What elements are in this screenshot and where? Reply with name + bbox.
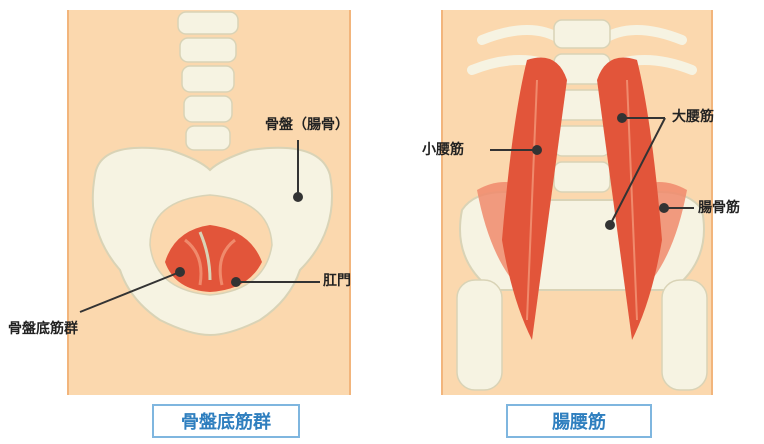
pelvis-label: 骨盤（腸骨） <box>265 118 349 132</box>
iliopsoas-illustration <box>382 0 764 395</box>
iliacus-label: 腸骨筋 <box>698 201 740 215</box>
iliopsoas-caption: 腸腰筋 <box>506 404 652 438</box>
psoas-major-label: 大腰筋 <box>672 110 714 124</box>
iliopsoas-panel: 大腰筋 小腰筋 腸骨筋 <box>382 0 764 395</box>
pelvic-floor-panel: 骨盤（腸骨） 肛門 骨盤底筋群 <box>0 0 382 395</box>
psoas-minor-label: 小腰筋 <box>422 143 464 157</box>
pelvic-floor-label: 骨盤底筋群 <box>8 322 78 336</box>
anus-label: 肛門 <box>323 274 351 288</box>
spine <box>178 12 238 150</box>
pelvic-floor-caption: 骨盤底筋群 <box>152 404 300 438</box>
